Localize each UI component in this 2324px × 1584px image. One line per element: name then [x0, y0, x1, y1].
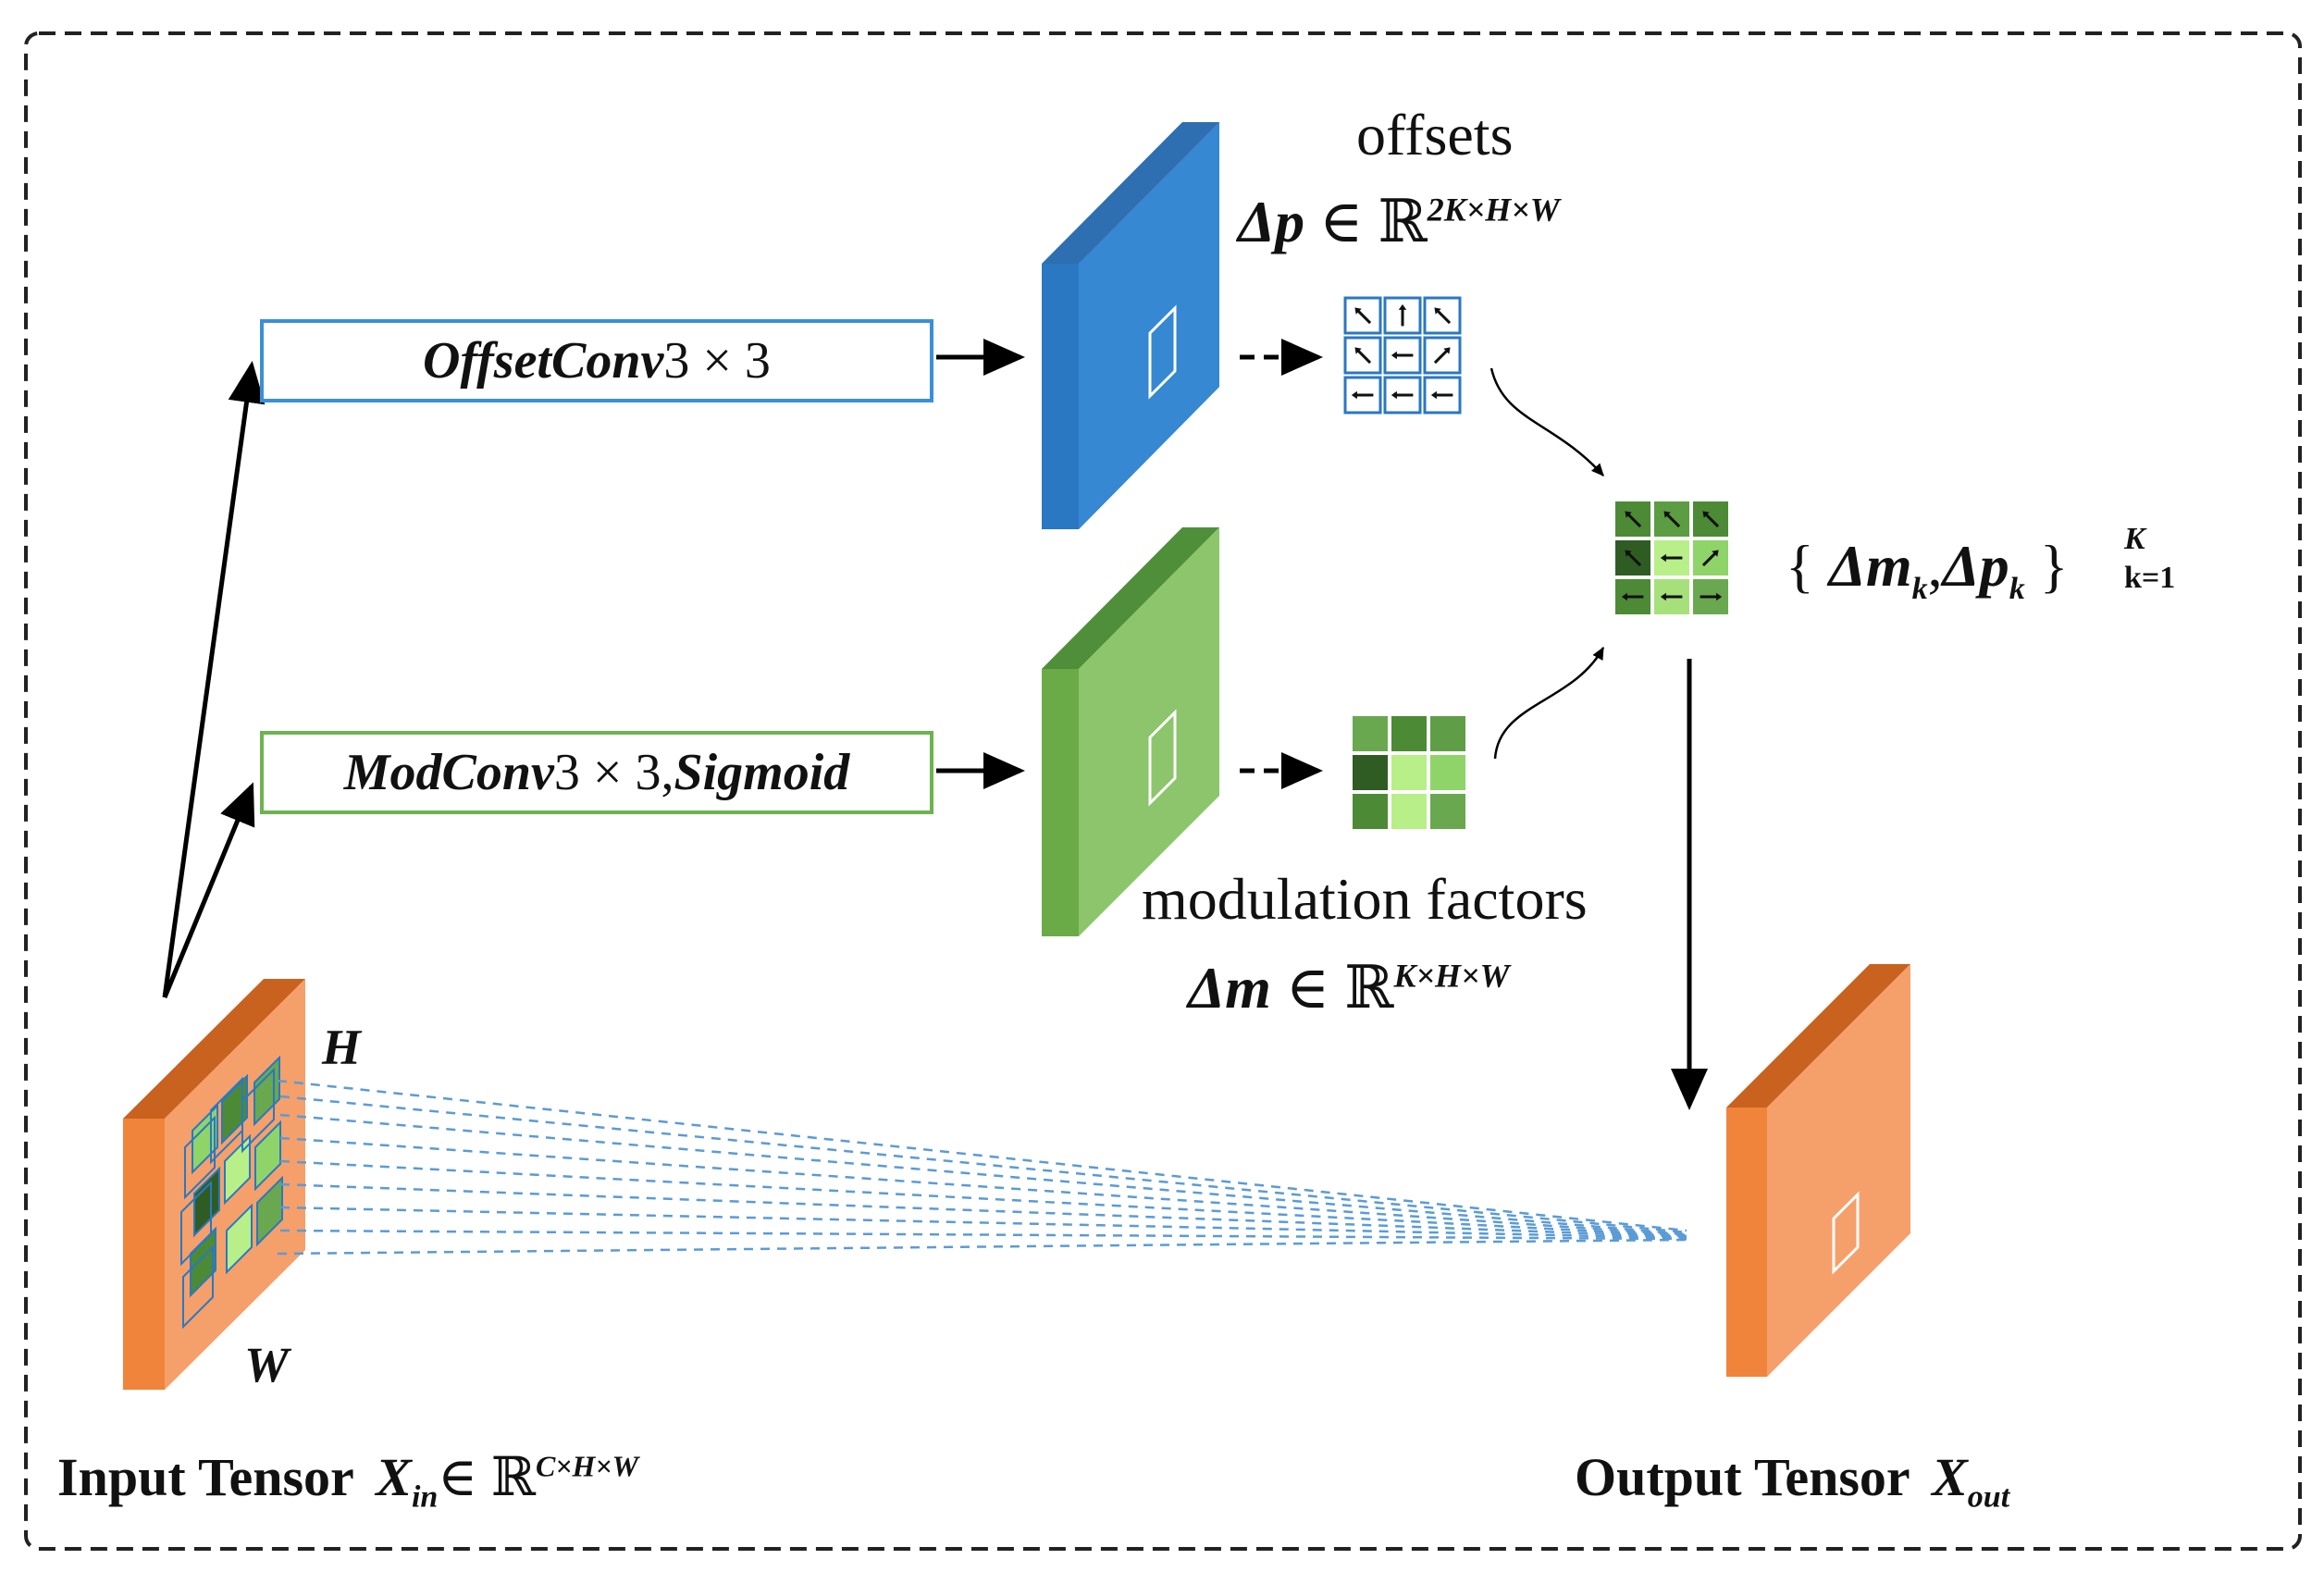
- arrow-icon: [1625, 550, 1642, 567]
- output-tensor-slab: [1726, 964, 1910, 1377]
- arrow-icon: [1433, 347, 1451, 365]
- arrow-icon: [1702, 511, 1720, 528]
- output-var: X: [1932, 1447, 1968, 1507]
- projection-lines: [277, 1079, 1687, 1256]
- offsets-dims: 2K×H×W: [1427, 191, 1560, 229]
- modulation-symbol: Δm: [1188, 955, 1271, 1021]
- combined-sub-p: k: [2009, 571, 2025, 606]
- input-dims: C×H×W: [535, 1449, 639, 1483]
- offsets-space: ℝ: [1378, 189, 1428, 254]
- offsets-title: offsets: [1356, 102, 1514, 167]
- modGrid-cell: [1353, 794, 1388, 829]
- modulation-dims: K×H×W: [1393, 957, 1510, 995]
- combined-close: }: [2039, 533, 2069, 599]
- dashed-frame: [24, 31, 2302, 1551]
- input-space: ℝ: [490, 1447, 536, 1507]
- modulation-in: ∈: [1285, 955, 1330, 1021]
- combined-set-formula: { Δmk,Δpk }: [1786, 537, 2068, 605]
- input-in: ∈: [438, 1447, 478, 1507]
- output-label: Output Tensor: [1575, 1447, 1910, 1507]
- input-tensor-slab: [123, 979, 305, 1390]
- arrow-icon: [1700, 592, 1723, 601]
- arrow-icon: [1354, 307, 1372, 325]
- combined-p: Δp: [1942, 533, 2009, 599]
- arrow-icon: [1701, 550, 1719, 567]
- offsetGrid-cell: [1343, 376, 1382, 415]
- combined-sup: K: [2124, 522, 2145, 556]
- input-label: Input Tensor: [57, 1447, 353, 1507]
- combined-grid: [1615, 501, 1728, 614]
- offset-feature-map: [1042, 122, 1219, 529]
- combined-open: {: [1786, 533, 1814, 599]
- input-sub: in: [411, 1479, 439, 1515]
- arrow-icon: [1430, 390, 1453, 400]
- combined-comma: ,: [1927, 533, 1943, 599]
- mod-feature-map: [1042, 527, 1219, 936]
- input-var: X: [376, 1447, 412, 1507]
- modGrid-cell: [1430, 716, 1465, 751]
- arrow-icon: [1434, 307, 1452, 325]
- modGrid-cell: [1353, 716, 1388, 751]
- modGrid-cell: [1391, 716, 1427, 751]
- input-caption: Input Tensor Xin∈ ℝC×H×W: [57, 1449, 639, 1514]
- modulation-grid: [1353, 716, 1465, 829]
- modconv-name: ModConv: [343, 744, 554, 801]
- arrow-icon: [1621, 592, 1644, 601]
- modGrid-cell: [1353, 755, 1388, 790]
- arrow-icon: [1391, 351, 1414, 360]
- arrow-input-to-modconv: [162, 782, 255, 998]
- modGrid-cell: [1430, 755, 1465, 790]
- arrow-icon: [1354, 347, 1372, 365]
- arrow-icon: [1391, 390, 1414, 400]
- offsets-formula: Δp ∈ ℝ2K×H×W: [1238, 192, 1560, 252]
- modulation-title: modulation factors: [1142, 866, 1588, 932]
- modGrid-cell: [1391, 794, 1427, 829]
- arrow-icon: [1660, 592, 1683, 601]
- width-label: W: [244, 1337, 290, 1392]
- combined-m: Δm: [1828, 533, 1912, 599]
- output-sub: out: [1967, 1479, 2010, 1515]
- input-sampling-grid: [180, 1055, 283, 1330]
- modconv-activation: Sigmoid: [674, 744, 850, 801]
- arrow-icon: [1351, 390, 1374, 400]
- arrow-input-to-offsetconv: [162, 361, 266, 998]
- offsets-in: ∈: [1319, 189, 1364, 254]
- modulation-formula: Δm ∈ ℝK×H×W: [1188, 959, 1510, 1018]
- modconv-kernel: 3 × 3: [553, 744, 661, 801]
- modulation-space: ℝ: [1344, 955, 1394, 1021]
- curve-offsets-to-combined: [1490, 367, 1604, 476]
- offsetconv-kernel: 3 × 3: [663, 332, 771, 390]
- arrow-icon: [1660, 553, 1683, 563]
- combined-range: k=1: [2124, 561, 2176, 595]
- arrow-icon: [1663, 511, 1681, 528]
- modGrid-cell: [1430, 794, 1465, 829]
- output-caption: Output Tensor Xout: [1575, 1451, 2009, 1514]
- height-label: H: [322, 1020, 362, 1075]
- combined-sub-m: k: [1911, 571, 1928, 606]
- arrow-icon: [1625, 511, 1642, 528]
- offsetconv-name: OffsetConv: [423, 332, 664, 390]
- arrow-icon: [1398, 303, 1407, 327]
- modGrid-cell: [1391, 755, 1427, 790]
- offsets-symbol: Δp: [1238, 189, 1305, 254]
- offsets-grid: [1343, 296, 1462, 415]
- curve-mod-to-combined: [1493, 646, 1605, 760]
